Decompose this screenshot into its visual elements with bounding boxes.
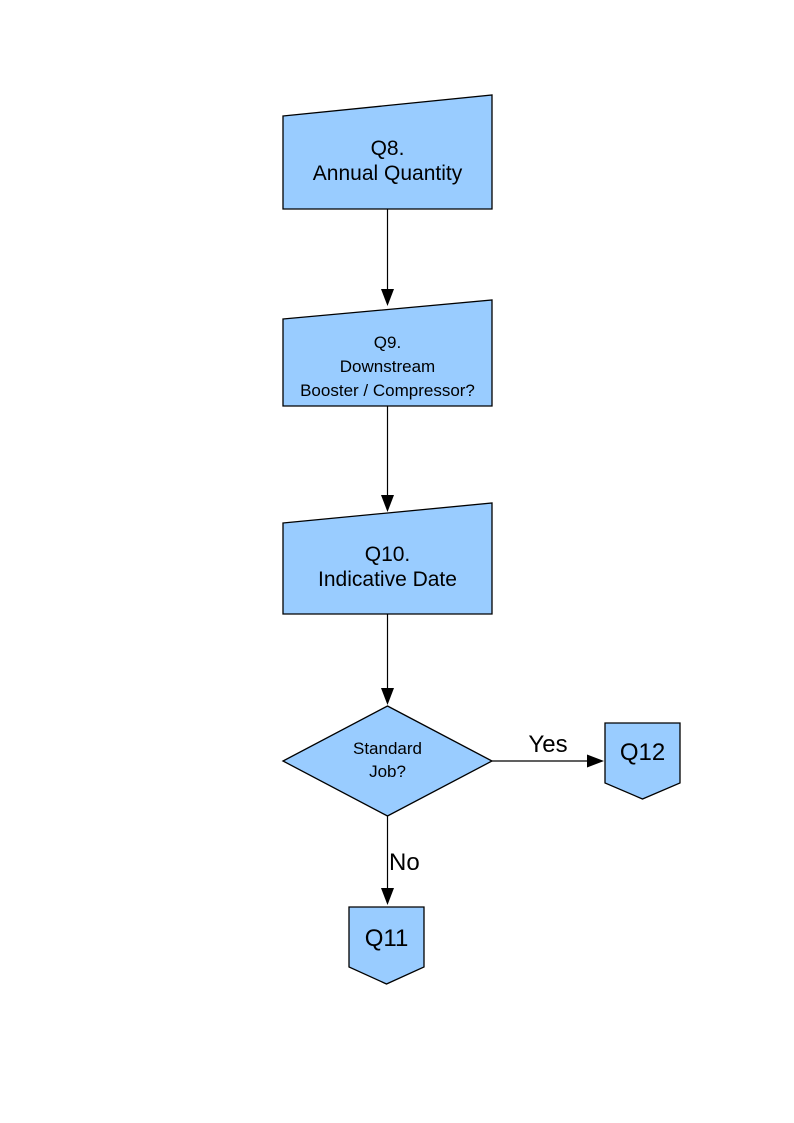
node-q11-shape [348, 906, 425, 985]
node-q10-shape [282, 502, 493, 615]
node-q10-label-line: Q10. [364, 543, 411, 566]
node-q8-shape [282, 94, 493, 210]
node-q9-label-line: Downstream [339, 357, 436, 376]
node-q8-label: Q8. Annual Quantity [283, 136, 492, 186]
node-q12-label-line: Q12 [619, 739, 666, 766]
node-q11-label-line: Q11 [364, 925, 409, 952]
edge-yes-label: Yes [528, 731, 568, 758]
node-q8-label-line: Q8. [370, 137, 405, 160]
edge-no-label: No [389, 849, 420, 876]
node-q10-label-line: Indicative Date [318, 568, 457, 591]
node-decision-label-line: Job? [369, 762, 406, 781]
arrowhead-q9-q10-icon [381, 495, 394, 512]
node-decision-label-line: Standard [353, 739, 422, 758]
arrowhead-q10-decision-icon [381, 688, 394, 705]
node-q9-shape [282, 299, 493, 407]
node-q12-shape [604, 722, 681, 800]
node-q10-label: Q10. Indicative Date [283, 542, 492, 592]
node-q9-label: Q9. Downstream Booster / Compressor? [283, 331, 492, 403]
node-q9-label-line: Booster / Compressor? [300, 381, 475, 400]
arrowhead-q8-q9-icon [381, 289, 394, 306]
node-q11-label: Q11 [349, 925, 424, 953]
arrowhead-decision-q12-icon [587, 754, 604, 768]
node-decision-label: Standard Job? [283, 737, 492, 783]
node-q12-label: Q12 [605, 739, 680, 767]
arrowhead-decision-q11-icon [381, 888, 394, 905]
node-q9-label-line: Q9. [373, 333, 402, 352]
node-q8-label-line: Annual Quantity [312, 162, 463, 185]
